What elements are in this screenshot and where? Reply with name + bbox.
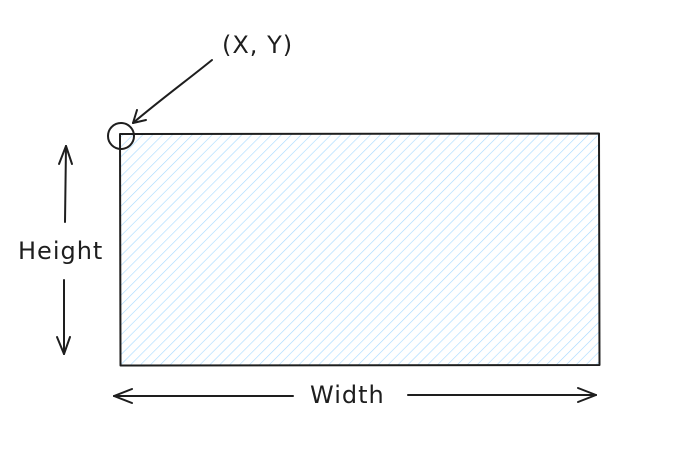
height-label: Height [18, 237, 103, 265]
width-label: Width [310, 381, 385, 409]
origin-label: (X, Y) [222, 31, 293, 59]
rectangle-hatch-fill [120, 134, 599, 365]
height-arrow-icon [56, 145, 73, 355]
origin-circle-marker-icon [107, 122, 135, 150]
origin-arrow-icon [132, 59, 213, 124]
rectangle-outline [119, 132, 601, 367]
width-arrow-icon [113, 387, 597, 404]
